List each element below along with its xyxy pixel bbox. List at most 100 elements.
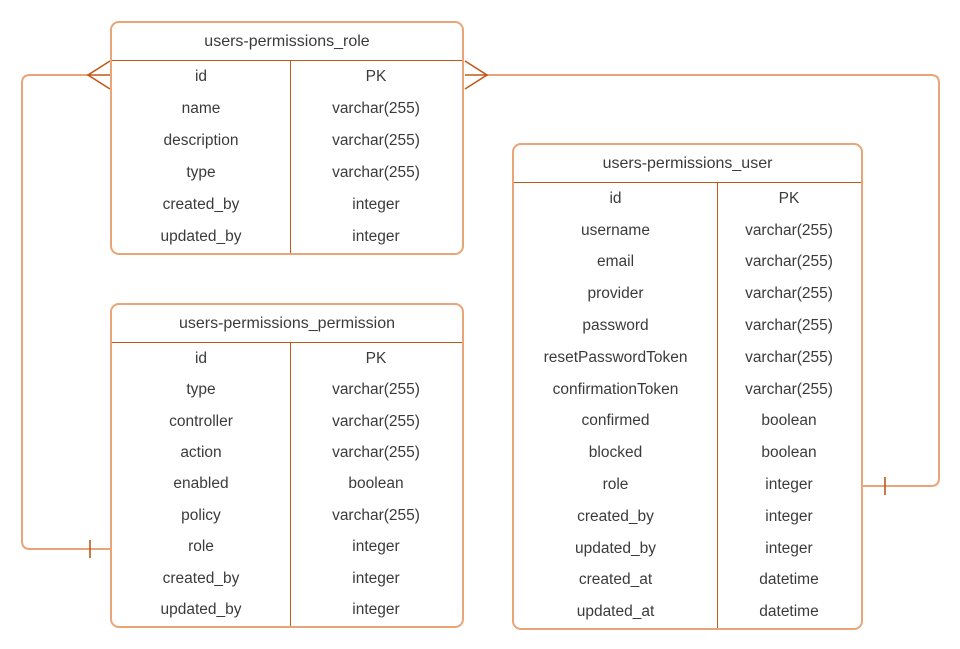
field-name-cell: created_by <box>577 507 654 525</box>
table-body: id PK type varchar(255) controller varchar(25… <box>112 343 462 626</box>
field-type-cell: varchar(255) <box>332 100 420 117</box>
table-row: action varchar(255) <box>112 437 462 468</box>
table-row: updated_by integer <box>514 533 861 565</box>
field-type-cell: varchar(255) <box>745 348 833 366</box>
field-type-cell: boolean <box>348 475 404 493</box>
field-type-cell: varchar(255) <box>745 253 833 271</box>
field-name-cell: updated_by <box>160 601 242 619</box>
field-type-cell: varchar(255) <box>332 412 420 430</box>
field-name-cell: enabled <box>173 475 229 493</box>
table-row: email varchar(255) <box>514 247 861 279</box>
table-row: confirmationToken varchar(255) <box>514 374 861 406</box>
crows-foot-many-icon <box>464 60 489 90</box>
field-type-cell: boolean <box>761 444 817 462</box>
table-row: enabled boolean <box>112 469 462 500</box>
table-row: created_by integer <box>112 563 462 594</box>
field-name-cell: action <box>180 444 222 462</box>
field-name-cell: created_by <box>162 196 240 213</box>
field-type-cell: integer <box>352 228 400 245</box>
field-name-cell: type <box>186 381 216 399</box>
table-row: provider varchar(255) <box>514 278 861 310</box>
field-name-cell: updated_at <box>576 603 655 621</box>
field-type-cell: PK <box>365 68 387 85</box>
table-body: id PK name varchar(255) description varchar(2… <box>112 61 462 253</box>
field-type-cell: varchar(255) <box>332 444 420 462</box>
field-type-cell: integer <box>765 475 813 493</box>
field-name-cell: role <box>188 538 214 556</box>
table-row: created_by integer <box>514 501 861 533</box>
table-row: type varchar(255) <box>112 374 462 405</box>
field-type-cell: PK <box>365 349 387 367</box>
field-name-cell: provider <box>587 285 644 303</box>
field-name-cell: resetPasswordToken <box>543 348 688 366</box>
relationship-role-permission[interactable] <box>21 60 111 558</box>
connector-line[interactable] <box>21 74 110 550</box>
field-name-cell: description <box>163 132 239 149</box>
field-type-cell: varchar(255) <box>332 381 420 399</box>
field-name-cell: updated_by <box>574 539 657 557</box>
table-row: updated_at datetime <box>514 596 861 628</box>
field-type-cell: integer <box>765 539 813 557</box>
field-name-cell: email <box>596 253 635 271</box>
table-row: id PK <box>112 61 462 93</box>
field-name-cell: created_at <box>578 571 653 589</box>
field-type-cell: varchar(255) <box>745 380 833 398</box>
table-row: role integer <box>514 469 861 501</box>
relationship-role-user[interactable] <box>464 60 940 495</box>
field-name-cell: type <box>186 164 216 181</box>
connector-line[interactable] <box>487 74 940 487</box>
table-title: users-permissions_user <box>514 145 861 183</box>
field-name-cell: updated_by <box>160 228 242 245</box>
field-name-cell: policy <box>181 506 221 524</box>
field-name-cell: name <box>181 100 221 117</box>
field-name-cell: password <box>582 317 649 335</box>
field-name-cell: id <box>194 349 208 367</box>
table-row: policy varchar(255) <box>112 500 462 531</box>
field-type-cell: integer <box>352 538 400 556</box>
field-type-cell: varchar(255) <box>745 317 833 335</box>
field-name-cell: id <box>609 189 622 207</box>
field-type-cell: integer <box>352 601 400 619</box>
field-name-cell: role <box>602 475 629 493</box>
field-name-cell: controller <box>169 412 233 430</box>
field-name-cell: id <box>194 68 208 85</box>
table-row: id PK <box>514 183 861 215</box>
field-name-cell: username <box>581 221 650 239</box>
table-title: users-permissions_permission <box>112 305 462 343</box>
table-row: controller varchar(255) <box>112 406 462 437</box>
table-row: type varchar(255) <box>112 157 462 189</box>
table-row: confirmed boolean <box>514 406 861 438</box>
field-type-cell: varchar(255) <box>332 506 420 524</box>
table-row: updated_by integer <box>112 221 462 253</box>
table-users-permissions-user[interactable]: users-permissions_user id PK username varch… <box>512 143 863 630</box>
table-row: name varchar(255) <box>112 93 462 125</box>
table-row: username varchar(255) <box>514 215 861 247</box>
table-row: created_at datetime <box>514 564 861 596</box>
table-row: resetPasswordToken varchar(255) <box>514 342 861 374</box>
field-type-cell: varchar(255) <box>332 132 420 149</box>
table-users-permissions-role[interactable]: users-permissions_role id PK name varchar(2… <box>110 21 464 255</box>
table-row: role integer <box>112 532 462 563</box>
field-type-cell: datetime <box>759 571 819 589</box>
field-type-cell: integer <box>765 507 813 525</box>
field-type-cell: PK <box>778 189 800 207</box>
field-type-cell: varchar(255) <box>745 221 833 239</box>
field-type-cell: boolean <box>761 412 817 430</box>
field-name-cell: created_by <box>162 569 240 587</box>
field-type-cell: varchar(255) <box>332 164 420 181</box>
field-type-cell: varchar(255) <box>745 285 833 303</box>
field-type-cell: datetime <box>759 603 819 621</box>
table-title: users-permissions_role <box>112 23 462 61</box>
crows-foot-many-icon <box>86 60 111 90</box>
field-name-cell: confirmed <box>581 412 650 430</box>
table-row: id PK <box>112 343 462 374</box>
table-users-permissions-permission[interactable]: users-permissions_permission id PK type var… <box>110 303 464 628</box>
field-type-cell: integer <box>352 196 400 213</box>
field-name-cell: confirmationToken <box>552 380 679 398</box>
field-type-cell: integer <box>352 569 400 587</box>
table-body: id PK username varchar(255) email varchar(255… <box>514 183 861 628</box>
table-row: created_by integer <box>112 189 462 221</box>
